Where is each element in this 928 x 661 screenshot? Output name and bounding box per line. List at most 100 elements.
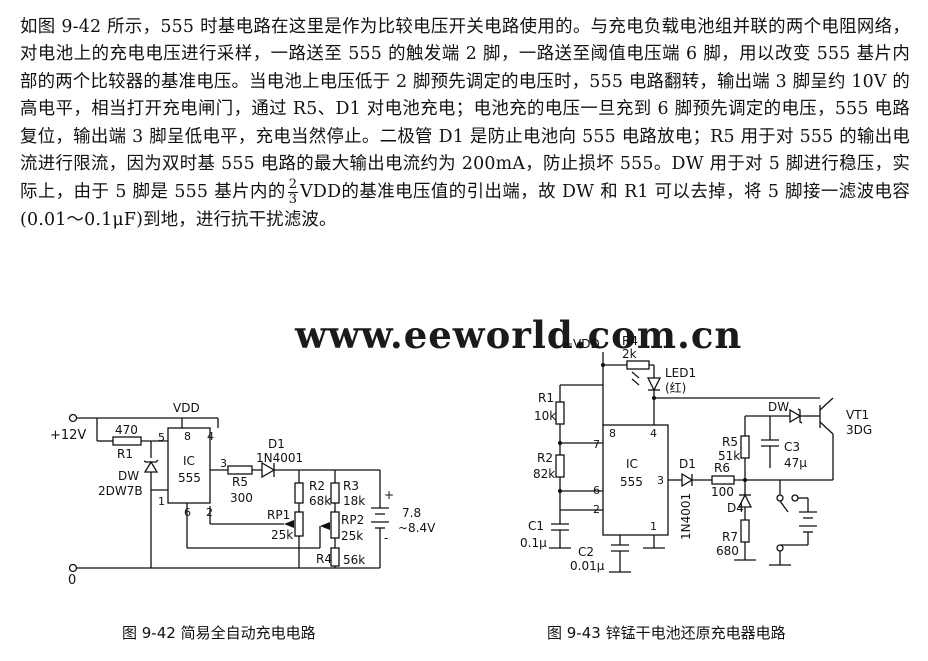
r4-value-42: 56k xyxy=(343,553,365,567)
ic-name-42: IC xyxy=(183,454,195,468)
r2-value-43: 82k xyxy=(533,467,555,481)
r4-name-42: R4 xyxy=(316,552,332,566)
r1-name: R1 xyxy=(117,447,133,461)
dw-zener xyxy=(143,460,159,473)
vdd-label-43: +VDD xyxy=(563,337,600,351)
battery-minus-42: - xyxy=(384,531,388,545)
rp1-pot-42 xyxy=(294,511,304,537)
r5-value-43: 51k xyxy=(718,449,740,463)
figure-caption-9-42: 图 9-42 简易全自动充电电路 xyxy=(122,624,316,642)
c2-name-43: C2 xyxy=(578,545,594,559)
paragraph-text-1: 如图 9-42 所示，555 时基电路在这里是作为比较电压开关电路使用的。与充电… xyxy=(20,17,911,203)
r2-resistor-43 xyxy=(555,454,565,478)
r4-resistor-43 xyxy=(626,360,650,370)
pin1-43: 1 xyxy=(650,520,657,533)
r5-resistor-42 xyxy=(227,465,253,475)
r3-name-42: R3 xyxy=(343,479,359,493)
d4-name-43: D4 xyxy=(727,501,744,515)
d1-part-42: 1N4001 xyxy=(256,451,303,465)
figure-9-42-schematic: +12V VDD 470 R1 DW 2DW7B IC 555 8 4 5 3 … xyxy=(50,401,436,588)
led1-color: (红) xyxy=(665,380,686,395)
led1-diode xyxy=(646,377,662,392)
ic-part-43: 555 xyxy=(620,475,643,489)
rp2-value-42: 25k xyxy=(341,529,363,543)
battery-plus-42: + xyxy=(384,488,394,502)
r4-value-43: 2k xyxy=(622,347,637,361)
c2-value-43: 0.01μ xyxy=(570,559,605,573)
pin6-43: 6 xyxy=(593,484,600,497)
rp2-name-42: RP2 xyxy=(341,513,364,527)
pin4-42: 4 xyxy=(207,430,214,443)
dw-part-42: 2DW7B xyxy=(98,484,143,498)
d1-diode-43 xyxy=(681,472,694,488)
dw-name-42: DW xyxy=(118,469,139,483)
vdd-symbol: VDD xyxy=(300,182,342,203)
supply-label: +12V xyxy=(50,428,86,443)
r1-value: 470 xyxy=(115,423,138,437)
r6-resistor-43 xyxy=(711,475,735,485)
rp1-value-42: 25k xyxy=(271,528,293,542)
c3-value-43: 47μ xyxy=(784,456,807,470)
vdd-label-42: VDD xyxy=(173,401,200,415)
battery-voltage-2: ~8.4V xyxy=(398,521,436,535)
fraction-numerator: 2 xyxy=(287,177,299,194)
ground-label-42: 0 xyxy=(68,573,76,588)
r1-resistor xyxy=(112,436,142,446)
d1-name-43: D1 xyxy=(679,457,696,471)
r5-name-42: R5 xyxy=(232,475,248,489)
ic-555-box-43 xyxy=(602,424,669,536)
figure-9-43-schematic: +VDD R4 2k LED1 (红) R1 10k R2 82k xyxy=(520,334,872,573)
pin7-43: 7 xyxy=(593,438,600,451)
r1-value-43: 10k xyxy=(534,409,556,423)
rp2-pot-42 xyxy=(330,511,340,539)
vt1-part: 3DG xyxy=(846,423,872,437)
ic-name-43: IC xyxy=(626,457,638,471)
r5-name-43: R5 xyxy=(722,435,738,449)
r7-resistor-43 xyxy=(740,519,750,543)
d1-diode-42 xyxy=(261,461,276,479)
r2-name-43: R2 xyxy=(537,451,553,465)
c1-value-43: 0.1μ xyxy=(520,536,547,550)
pin3-43: 3 xyxy=(657,474,664,487)
r3-resistor-42 xyxy=(330,482,340,504)
r3-value-42: 18k xyxy=(343,494,365,508)
r6-value-43: 100 xyxy=(711,485,734,499)
ic-555-box-42 xyxy=(167,427,211,504)
r2-resistor-42 xyxy=(294,482,304,504)
r5-value-42: 300 xyxy=(230,491,253,505)
c1-name-43: C1 xyxy=(528,519,544,533)
led1-name: LED1 xyxy=(665,366,696,380)
r2-value-42: 68k xyxy=(309,494,331,508)
pin1-42: 1 xyxy=(158,495,165,508)
r6-name-43: R6 xyxy=(714,461,730,475)
pin5-42: 5 xyxy=(158,431,165,444)
paragraph-text-2: 的基准电压值的引出端，故 DW 和 R1 可以去掉，将 5 脚接一滤波电容(0.… xyxy=(20,182,910,231)
dw-name-43: DW xyxy=(768,400,789,414)
pin8-43: 8 xyxy=(609,427,616,440)
r4-name-43: R4 xyxy=(622,334,638,348)
rp1-name-42: RP1 xyxy=(267,508,290,522)
pin2-43: 2 xyxy=(593,503,600,516)
fraction-denominator: 3 xyxy=(288,192,298,208)
battery-voltage-1: 7.8 xyxy=(402,506,421,520)
r4-resistor-42 xyxy=(330,547,340,567)
pin3-42: 3 xyxy=(220,457,227,470)
ic-part-42: 555 xyxy=(178,471,201,485)
d1-part-43: 1N4001 xyxy=(679,493,693,540)
dw-zener-43 xyxy=(789,408,802,424)
vt1-name: VT1 xyxy=(846,408,869,422)
c3-name-43: C3 xyxy=(784,440,800,454)
r7-value-43: 680 xyxy=(716,544,739,558)
r1-resistor-43 xyxy=(555,401,565,425)
figure-caption-9-43: 图 9-43 锌锰干电池还原充电器电路 xyxy=(547,624,786,642)
r5-resistor-43 xyxy=(740,435,750,459)
body-paragraph: 如图 9-42 所示，555 时基电路在这里是作为比较电压开关电路使用的。与充电… xyxy=(20,14,910,235)
watermark: www.eeworld.com.cn xyxy=(295,313,743,357)
pin4-43: 4 xyxy=(650,427,657,440)
r1-name-43: R1 xyxy=(538,391,554,405)
d1-name-42: D1 xyxy=(268,437,285,451)
pin8-42: 8 xyxy=(184,430,191,443)
r7-name-43: R7 xyxy=(722,530,738,544)
